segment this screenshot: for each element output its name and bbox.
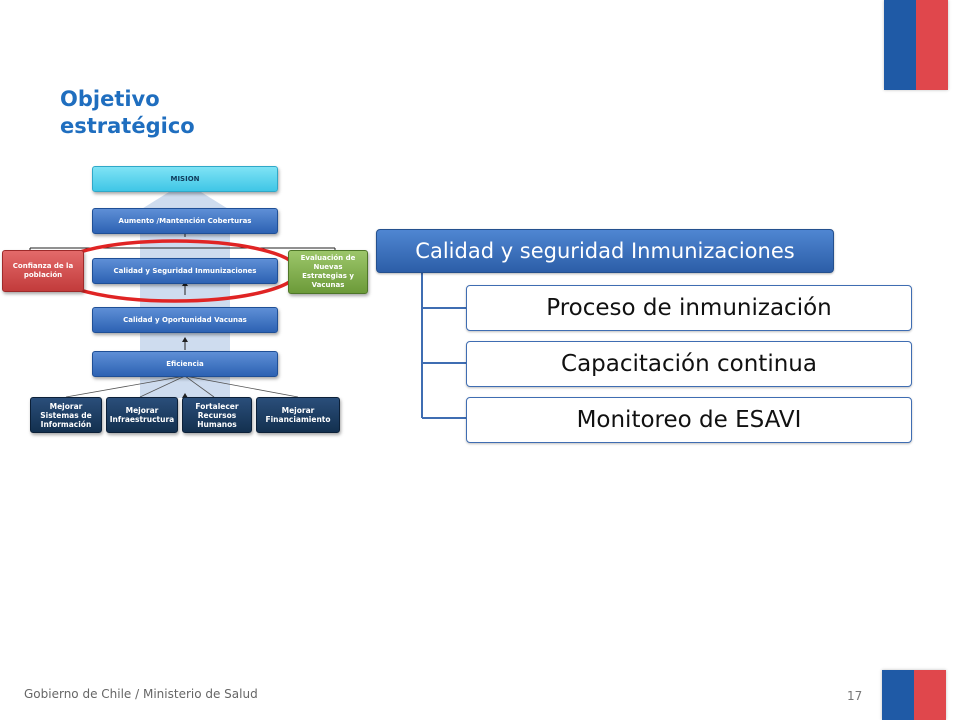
flag-bottom-decoration <box>882 670 946 720</box>
pyramid-calidad-seguridad-box: Calidad y Seguridad Inmunizaciones <box>92 258 278 284</box>
hierarchy-connectors <box>421 273 467 419</box>
pyramid-mision-box: MISION <box>92 166 278 192</box>
pyramid-coberturas-box: Aumento /Mantención Coberturas <box>92 208 278 234</box>
pyramid-oportunidad-box: Calidad y Oportunidad Vacunas <box>92 307 278 333</box>
hierarchy-child-node: Monitoreo de ESAVI <box>466 397 912 443</box>
pyramid-eficiencia-box: Eficiencia <box>92 351 278 377</box>
pyramid-evaluacion-box: Evaluación de Nuevas Estrategias y Vacun… <box>288 250 368 294</box>
slide-title: Objetivo estratégico <box>60 87 195 138</box>
hierarchy-child-node: Capacitación continua <box>466 341 912 387</box>
pyramid-base-box: Mejorar Financiamiento <box>256 397 340 433</box>
flag-top-decoration <box>884 0 948 90</box>
hierarchy-main-node: Calidad y seguridad Inmunizaciones <box>376 229 834 273</box>
footer-organization: Gobierno de Chile / Ministerio de Salud <box>24 687 258 701</box>
page-number: 17 <box>847 689 863 703</box>
pyramid-base-box: Mejorar Infraestructura <box>106 397 178 433</box>
pyramid-connectors <box>29 182 336 405</box>
hierarchy-child-node: Proceso de inmunización <box>466 285 912 331</box>
pyramid-base-box: Fortalecer Recursos Humanos <box>182 397 252 433</box>
pyramid-confianza-box: Confianza de la población <box>2 250 84 292</box>
pyramid-base-box: Mejorar Sistemas de Información <box>30 397 102 433</box>
